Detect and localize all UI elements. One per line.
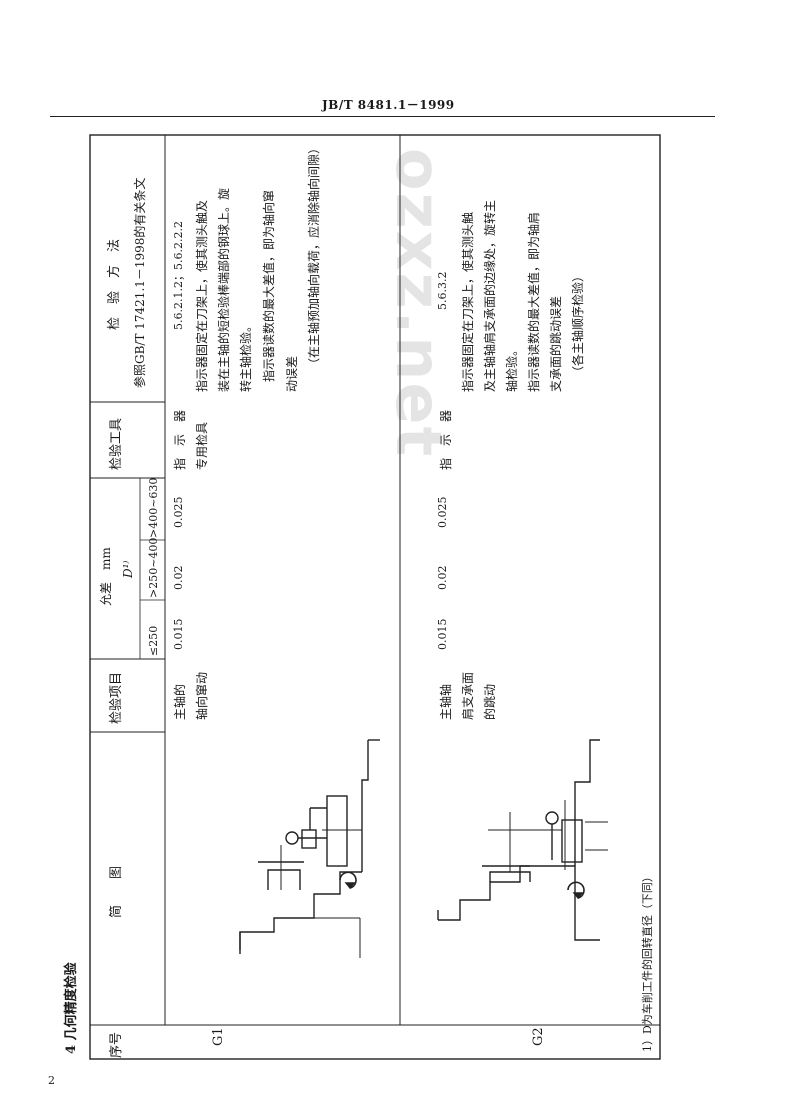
row-item-line: 主轴轴 (438, 684, 453, 720)
method-line: 指示器固定在刀架上，使其测头触及 (194, 200, 209, 392)
col-header-tool: 检验工具 (108, 418, 124, 470)
method-line: 转主轴检验。 (238, 320, 253, 392)
row-item-line: 的跳动 (482, 684, 497, 720)
col-header-tolerance: 允差 mm (98, 547, 113, 606)
row-seq: G2 (531, 1027, 546, 1046)
col-header-method: 检 验 方 法 (106, 239, 122, 330)
table-row-g1: G1 主轴的 轴向窜动 0.015 0.02 0.025 指 示 器 专用检具 … (172, 142, 321, 1046)
method-line: 指示器读数的最大差值，即为轴肩 (526, 212, 541, 392)
method-line: 轴检验。 (504, 344, 519, 392)
tolerance-value: 0.025 (436, 497, 449, 529)
tolerance-value: 0.02 (436, 566, 449, 591)
tolerance-value: 0.025 (172, 497, 185, 529)
col-header-item: 检验项目 (108, 672, 124, 724)
row-tool-line: 指 示 器 (172, 410, 187, 470)
row-item-line: 肩支承面 (460, 672, 475, 720)
page-number: 2 (48, 1074, 55, 1087)
row-item-line: 主轴的 (172, 684, 187, 720)
col-header-range-3: >400~630 (147, 478, 160, 538)
col-header-d: D¹⁾ (121, 561, 135, 579)
method-line: （在主轴预加轴向载荷，应消除轴向间隙） (306, 142, 321, 370)
row-tool-line: 专用检具 (194, 422, 209, 470)
method-line: （各主轴顺序检验） (570, 270, 585, 378)
col-header-diagram: 简 图 (108, 866, 124, 918)
header-rule (50, 116, 715, 117)
col-header-range-1: ≤250 (147, 626, 160, 656)
col-header-seq: 序号 (109, 1032, 124, 1058)
method-line: 5.6.2.1.2；5.6.2.2.2 (172, 221, 185, 330)
tolerance-value: 0.02 (172, 566, 185, 591)
method-line: 指示器固定在刀架上，使其测头触 (460, 212, 475, 392)
row-tool-line: 指 示 器 (438, 410, 453, 470)
method-line: 动误差 (285, 356, 299, 392)
tolerance-value: 0.015 (172, 619, 185, 651)
table-grid (89, 134, 661, 1060)
standard-code: JB/T 8481.1－1999 (322, 98, 455, 112)
g1-diagram (239, 739, 380, 958)
method-line: 装在主轴的短检验棒端部的钢球上。旋 (216, 188, 231, 392)
method-line: 支承面的跳动误差 (548, 296, 563, 392)
tolerance-value: 0.015 (436, 619, 449, 651)
row-seq: G1 (211, 1027, 226, 1046)
method-line: 及主轴轴肩支承面的边缘处，旋转主 (482, 200, 497, 392)
g2-diagram (437, 739, 608, 941)
footnote: 1）D为车削工件的回转直径（下同） (640, 871, 654, 1052)
row-item-line: 轴向窜动 (194, 672, 209, 720)
col-header-range-2: >250~400 (147, 538, 160, 598)
section-title: 4 几何精度检验 (63, 961, 79, 1054)
method-line: 5.6.3.2 (436, 272, 449, 310)
method-line: 指示器读数的最大差值，即为轴向窜 (261, 190, 276, 382)
table-row-g2: G2 主轴轴 肩支承面 的跳动 0.015 0.02 0.025 指 示 器 5… (436, 200, 585, 1046)
col-header-method-ref: 参照GB/T 17421.1－1998的有关条文 (132, 178, 147, 388)
